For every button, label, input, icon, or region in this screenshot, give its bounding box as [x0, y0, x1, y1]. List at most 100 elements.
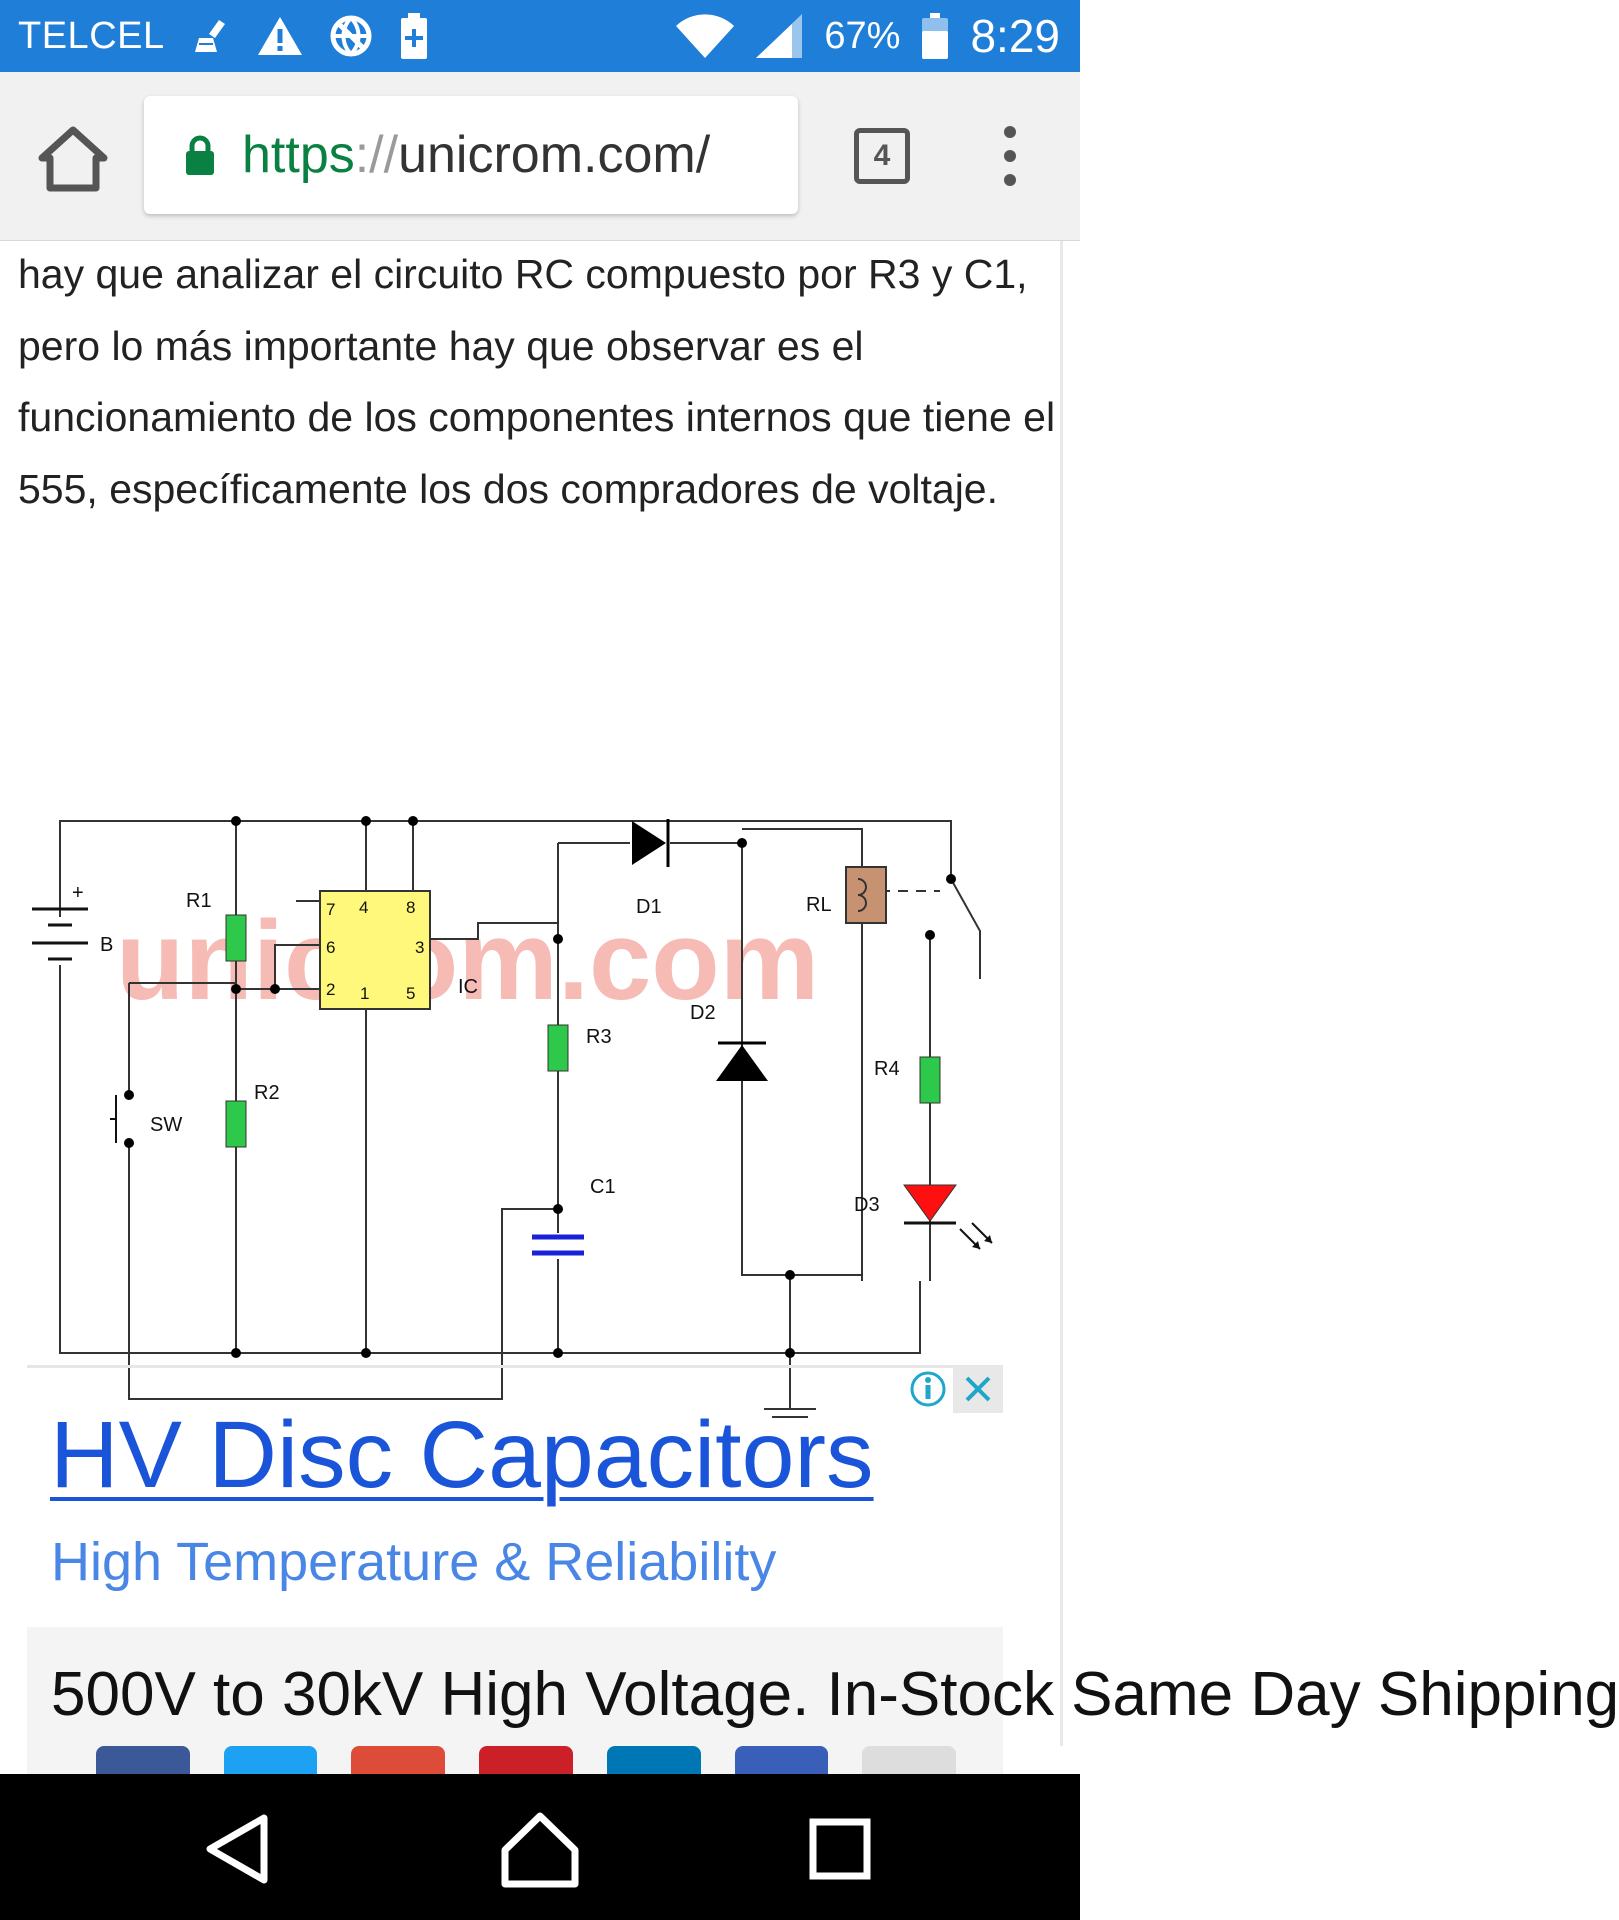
circuit-diagram: unicrom.com [32, 816, 993, 1418]
url-host: unicrom.com/ [398, 126, 711, 184]
node-dot [553, 1204, 563, 1214]
signal-icon [756, 14, 803, 58]
node-dot [553, 1348, 563, 1358]
battery-icon [922, 13, 949, 59]
vpn-globe-icon [330, 15, 372, 57]
ic-pin-label: 7 [326, 900, 335, 919]
ic-pin-label: 4 [359, 898, 368, 917]
d1-label: D1 [636, 896, 662, 918]
page-content[interactable]: hay que analizar el circuito RC compuest… [0, 241, 1619, 1785]
led-d3: D3 [854, 1184, 993, 1250]
menu-dot [1004, 174, 1016, 186]
battery-symbol: B + [32, 882, 113, 965]
ad-banner[interactable]: HV Disc Capacitors High Temperature & Re… [27, 1365, 1619, 1785]
battery-percent: 67% [824, 14, 901, 57]
back-icon[interactable] [196, 1804, 286, 1894]
navigation-bar [0, 1774, 1080, 1920]
node-dot [231, 816, 241, 826]
sw-label: SW [150, 1114, 182, 1136]
share-facebook-button[interactable] [96, 1746, 190, 1774]
broom-icon [194, 20, 225, 52]
node-dot [231, 984, 241, 994]
switch-symbol: SW [110, 1095, 182, 1143]
ad-subheadline: High Temperature & Reliability [51, 1532, 777, 1592]
relay-rl: RL [806, 866, 887, 924]
resistor-r3: R3 [547, 1024, 612, 1072]
node-dot [231, 1348, 241, 1358]
ic-pin-label: 5 [406, 984, 415, 1003]
ad-choices [903, 1365, 1003, 1413]
wifi-icon [676, 14, 735, 58]
scrollbar[interactable] [1060, 241, 1063, 1746]
node-dot [946, 874, 956, 884]
info-icon [910, 1371, 946, 1407]
recents-icon[interactable] [795, 1804, 885, 1894]
battery-label: B [100, 934, 113, 956]
ad-divider [27, 1365, 1003, 1368]
c1-label: C1 [590, 1176, 616, 1198]
ic-pin-label: 8 [406, 898, 415, 917]
node-dot [361, 816, 371, 826]
r2-label: R2 [254, 1082, 280, 1104]
share-pinterest-button[interactable] [479, 1746, 573, 1774]
ic-label: IC [458, 976, 478, 998]
node-dot [124, 1090, 134, 1100]
node-dot [785, 1348, 795, 1358]
share-more-button[interactable] [862, 1746, 957, 1774]
clock: 8:29 [970, 10, 1060, 62]
share-email-button[interactable] [734, 1746, 829, 1774]
share-google-button[interactable] [351, 1746, 446, 1774]
url-scheme: https [242, 126, 355, 184]
battery-saver-icon [400, 13, 427, 59]
article-paragraph: hay que analizar el circuito RC compuest… [18, 251, 1056, 512]
status-right: 67% 8:29 [676, 0, 1060, 72]
ad-description-box: 500V to 30kV High Voltage. In-Stock Same… [27, 1627, 1619, 1785]
node-dot [737, 838, 747, 848]
r3-label: R3 [586, 1026, 612, 1048]
browser-toolbar: https://unicrom.com/ 4 [0, 72, 1080, 241]
overflow-menu-icon[interactable] [998, 126, 1022, 186]
status-bar: TELCEL 67% [0, 0, 1080, 72]
url-bar[interactable]: https://unicrom.com/ [144, 96, 798, 214]
d3-label: D3 [854, 1194, 880, 1216]
share-twitter-button[interactable] [223, 1746, 318, 1774]
diode-d2: D2 [690, 1002, 768, 1081]
menu-dot [1004, 126, 1016, 138]
ad-close-button[interactable] [953, 1365, 1003, 1413]
ic-pin-label: 6 [326, 938, 335, 957]
node-dot [270, 984, 280, 994]
home-nav-icon[interactable] [495, 1804, 585, 1894]
close-icon [965, 1376, 991, 1402]
r1-label: R1 [186, 890, 212, 912]
url-separator: :// [354, 126, 399, 184]
node-dot [925, 930, 935, 940]
menu-dot [1004, 150, 1016, 162]
lock-icon [186, 135, 214, 175]
share-linkedin-button[interactable] [606, 1746, 701, 1774]
ad-info-button[interactable] [903, 1365, 953, 1413]
diode-d1: D1 [632, 819, 670, 918]
d2-label: D2 [690, 1002, 716, 1024]
home-icon[interactable] [38, 124, 108, 194]
tab-switcher-button[interactable]: 4 [854, 128, 910, 184]
capacitor-c1: C1 [530, 1176, 616, 1259]
resistor-r2: R2 [225, 1082, 280, 1148]
node-dot [785, 1270, 795, 1280]
node-dot [361, 1348, 371, 1358]
r4-label: R4 [874, 1058, 900, 1080]
ic-pin-label: 3 [415, 938, 424, 957]
warning-icon [257, 17, 302, 55]
rl-label: RL [806, 894, 832, 916]
resistor-r1: R1 [186, 890, 247, 962]
carrier-name: TELCEL [18, 14, 165, 57]
tab-count: 4 [873, 139, 891, 172]
ad-headline-link[interactable]: HV Disc Capacitors [50, 1402, 874, 1508]
node-dot [124, 1138, 134, 1148]
ad-description: 500V to 30kV High Voltage. In-Stock Same… [51, 1660, 1619, 1729]
node-dot [553, 934, 563, 944]
resistor-r4: R4 [874, 1056, 941, 1104]
share-bar [96, 1746, 957, 1774]
ic-pin-label: 2 [326, 980, 335, 999]
url-text: https://unicrom.com/ [242, 125, 710, 185]
node-dot [408, 816, 418, 826]
